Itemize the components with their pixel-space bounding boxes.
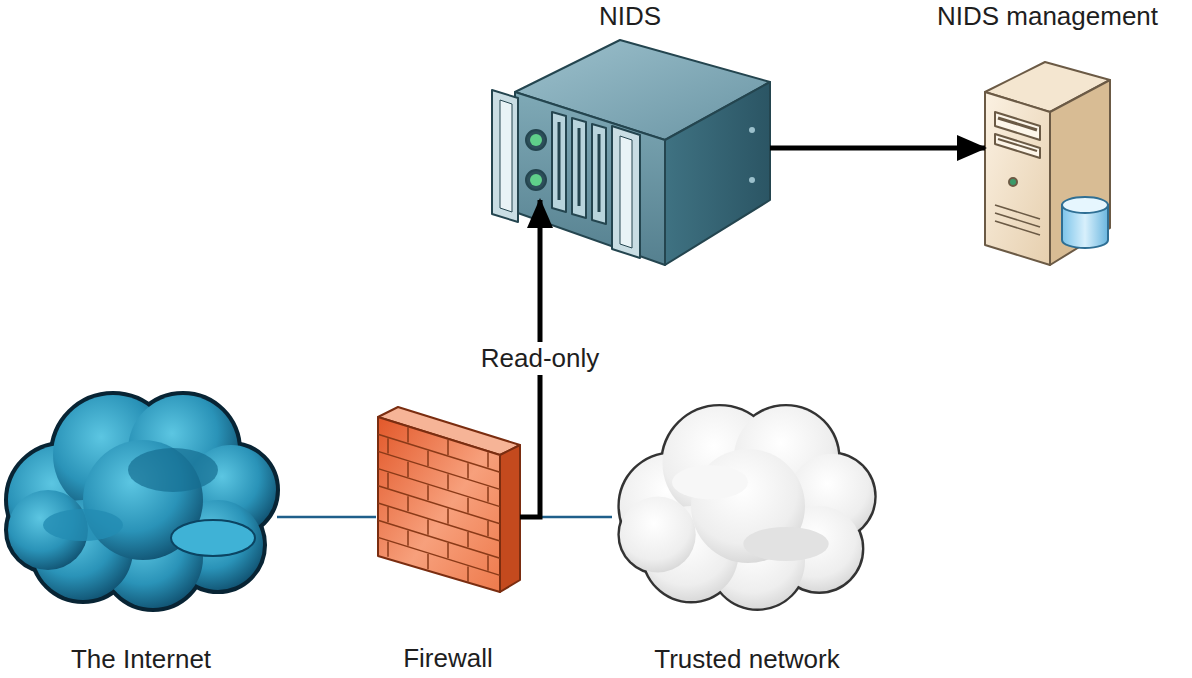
server-icon	[492, 40, 770, 265]
firewall-icon	[378, 407, 520, 592]
arrow-connector	[770, 146, 985, 151]
database-icon	[1062, 197, 1108, 248]
server-node: NIDS	[490, 40, 770, 200]
node-label: Trusted network	[654, 645, 839, 675]
node-label: NIDS management	[937, 2, 1158, 32]
computer-icon	[985, 62, 1110, 265]
node-label: Firewall	[403, 644, 493, 674]
internet-cloud	[8, 395, 276, 608]
trusted-cloud	[620, 406, 875, 608]
network-link	[277, 516, 376, 519]
internet-node: The Internet	[5, 400, 277, 600]
network-node: Trusted network	[612, 418, 882, 590]
edge-label: Read-only	[477, 342, 604, 376]
management-node: NIDS management	[985, 60, 1110, 265]
node-label: NIDS	[599, 2, 661, 32]
firewall-node: Firewall	[376, 415, 520, 592]
node-label: The Internet	[71, 645, 211, 675]
